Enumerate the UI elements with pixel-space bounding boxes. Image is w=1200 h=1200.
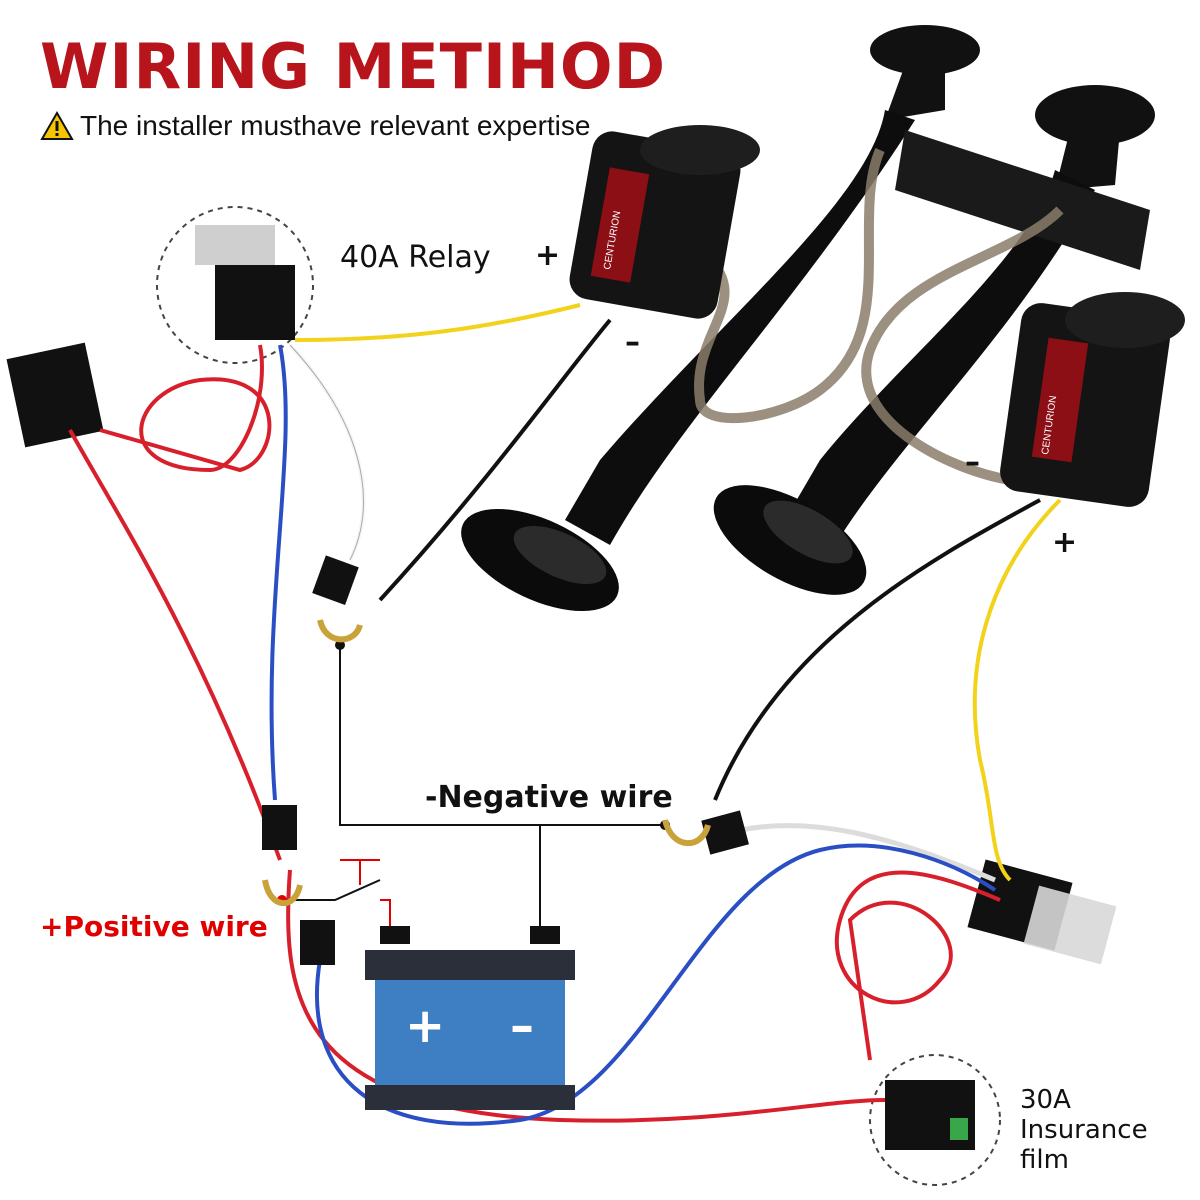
wire-red-coil — [99, 344, 272, 473]
connector-white-bottom — [701, 810, 749, 855]
wire-blue-bottom — [314, 843, 997, 1126]
battery-plus-sign: + — [405, 998, 445, 1054]
battery-minus-sign: – — [510, 998, 534, 1054]
connector-white-top — [312, 555, 359, 605]
air-hose-right — [861, 206, 1064, 485]
relay-bottom — [967, 859, 1117, 965]
page-title: WIRING METIHOD — [40, 30, 667, 103]
mounting-bracket — [895, 130, 1150, 270]
warning-text: The installer musthave relevant expertis… — [80, 110, 591, 141]
wire-red-left — [68, 429, 282, 861]
wire-blue-top — [269, 344, 288, 801]
positive-wire-label: +Positive wire — [40, 910, 268, 943]
negative-line — [339, 645, 665, 826]
ring-terminal-right — [662, 819, 711, 847]
compressor-top-plus: + — [535, 238, 561, 273]
wire-yellow-right — [972, 498, 1062, 882]
compressor-right-minus: – — [965, 445, 980, 480]
battery: + – — [365, 926, 575, 1110]
negative-wire-label: -Negative wire — [425, 780, 673, 815]
switch-to-battery — [380, 899, 391, 930]
ring-terminal-top — [317, 619, 363, 643]
wire-red-coil-right — [834, 870, 1001, 1061]
fuse-holder-bottom — [885, 1080, 975, 1150]
wire-white-top — [288, 343, 366, 561]
relay-label: 40A Relay — [340, 240, 491, 275]
warning-triangle-icon — [40, 111, 74, 140]
wire-black-right — [713, 498, 1041, 801]
warning-note: The installer musthave relevant expertis… — [40, 110, 590, 142]
connector-red — [300, 920, 335, 965]
relay-callout-circle — [156, 206, 314, 364]
connector-blue — [262, 805, 297, 850]
fuse-label: 30A Insurance film — [1020, 1085, 1148, 1175]
switch-button — [340, 859, 380, 885]
horn-right — [713, 85, 1155, 595]
compressor-top-minus: – — [625, 325, 640, 360]
switch-line — [282, 879, 381, 901]
compressor-right: CENTURION — [1000, 292, 1185, 507]
wire-black-top — [378, 318, 612, 602]
wire-white-outline — [289, 344, 364, 561]
wire-white-bottom — [739, 823, 996, 883]
compressor-right-plus: + — [1052, 525, 1078, 560]
horn-left — [461, 25, 980, 612]
fuse-callout-circle — [869, 1054, 1001, 1186]
fuse-holder-left — [6, 342, 104, 448]
negative-node-top — [335, 640, 345, 650]
wire-yellow-top — [294, 303, 581, 342]
compressor-top: CENTURION — [569, 125, 760, 319]
relay-top — [195, 225, 295, 340]
ring-terminal-positive — [262, 879, 303, 907]
